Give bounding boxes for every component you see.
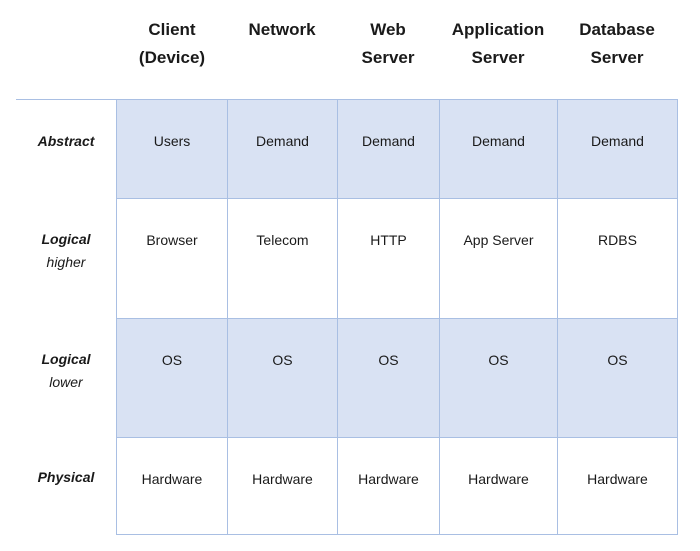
row-label-main: Logical [41, 231, 91, 247]
table-cell: Demand [439, 99, 558, 199]
table-cell: Demand [557, 99, 678, 199]
row-label: Logical higher [16, 228, 116, 274]
table-cell: App Server [439, 198, 558, 319]
row-label-sub: lower [49, 374, 83, 390]
column-header-line2: Server [361, 48, 415, 67]
row-label-main: Abstract [37, 133, 95, 149]
column-header-line1: Client [148, 20, 196, 39]
column-header-line1: Application [451, 20, 545, 39]
row-label: Physical [16, 466, 116, 489]
table-cell: Demand [227, 99, 338, 199]
row-label-sub: higher [46, 254, 86, 270]
table-cell: Hardware [439, 437, 558, 535]
column-header-2: Network [212, 16, 352, 44]
table-cell: Demand [337, 99, 440, 199]
column-header-line2: Server [471, 48, 525, 67]
column-header-line1: Database [579, 20, 655, 39]
column-header-line1: Network [248, 20, 316, 39]
row-label-main: Physical [37, 469, 95, 485]
table-cell: OS [227, 318, 338, 438]
row-label: Logical lower [16, 348, 116, 394]
table-cell: Browser [116, 198, 228, 319]
column-header-1: Client (Device) [102, 16, 242, 72]
row-label: Abstract [16, 130, 116, 153]
table-cell: OS [337, 318, 440, 438]
column-header-line2: (Device) [138, 48, 206, 67]
table-cell: OS [116, 318, 228, 438]
table-cell: HTTP [337, 198, 440, 319]
row-label-main: Logical [41, 351, 91, 367]
table-cell: Hardware [557, 437, 678, 535]
column-header-line1: Web [370, 20, 406, 39]
column-header-line2: Server [590, 48, 644, 67]
table-cell: Hardware [337, 437, 440, 535]
table-cell: Hardware [227, 437, 338, 535]
table-cell: OS [557, 318, 678, 438]
table-cell: Users [116, 99, 228, 199]
table-cell: RDBS [557, 198, 678, 319]
table-cell: Telecom [227, 198, 338, 319]
table-cell: OS [439, 318, 558, 438]
table-cell: Hardware [116, 437, 228, 535]
